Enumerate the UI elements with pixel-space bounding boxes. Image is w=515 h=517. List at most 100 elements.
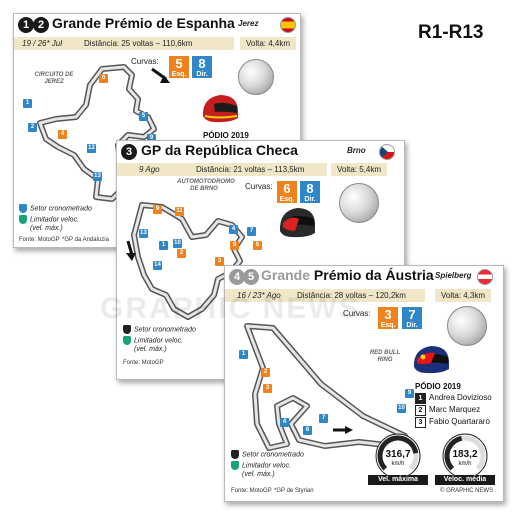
turn-marker: 6 xyxy=(99,74,108,83)
round-badge-2: 2 xyxy=(33,17,49,33)
turn-marker: 14 xyxy=(153,261,162,270)
turn-marker: 5 xyxy=(139,112,148,121)
turn-marker: 2 xyxy=(177,249,186,258)
left-turns-label: Esq. xyxy=(380,322,396,329)
turn-marker: 4 xyxy=(58,130,67,139)
card-title-main: Prémio da Áustria xyxy=(313,267,434,283)
circuit-name: CIRCUITO DE JEREZ xyxy=(34,72,74,85)
turn-marker: 4 xyxy=(229,225,238,234)
lap-length-label: Volta: 5,4km xyxy=(331,163,388,176)
curvas-label: Curvas: xyxy=(131,57,159,66)
card-austria[interactable]: 4 5 Grande Prémio da Áustria Spielberg 1… xyxy=(224,265,504,502)
right-turns-box: 7 Dir. xyxy=(402,307,422,329)
info-bar: 19 / 26* Jul Distância: 25 voltas – 110,… xyxy=(14,37,234,50)
turn-marker: 6 xyxy=(303,426,312,435)
left-turns-value: 6 xyxy=(283,181,291,196)
legend-sector-label: Setor cronometrado xyxy=(242,451,304,459)
gauge-avg-speed xyxy=(442,433,488,478)
turn-marker: 7 xyxy=(247,227,256,236)
redbull-ring-track-map xyxy=(244,323,408,451)
footnote-label: *GP da Andaluzia xyxy=(62,237,109,243)
turn-marker: 3 xyxy=(263,384,272,393)
curvas-label: Curvas: xyxy=(245,182,273,191)
right-turns-value: 8 xyxy=(198,56,206,71)
right-turns-box: 8 Dir. xyxy=(300,181,320,203)
round-badge-4: 4 xyxy=(229,269,245,285)
location-label: Spielberg xyxy=(435,271,472,280)
helmet-icon xyxy=(202,95,238,123)
turn-marker: 6 xyxy=(230,241,239,250)
turn-marker: 11 xyxy=(175,207,184,216)
source-label: Fonte: MotoGP xyxy=(231,488,272,494)
legend-limiter-label: Limitador veloc. xyxy=(30,216,80,224)
globe-icon xyxy=(238,59,274,95)
result-pos: 1 xyxy=(415,393,426,404)
czech-flag-icon xyxy=(379,144,395,160)
result-name: Fabio Quartararo xyxy=(429,417,490,426)
left-turns-box: 3 Esq. xyxy=(378,307,398,329)
turn-marker: 12 xyxy=(87,144,96,153)
source-label: Fonte: MotoGP xyxy=(19,237,60,243)
date-label: 9 Ago xyxy=(139,165,160,174)
limiter-icon xyxy=(123,336,131,345)
card-title: Grande Prémio da Áustria xyxy=(261,267,434,283)
round-badge-5: 5 xyxy=(243,269,259,285)
podium-label: PÓDIO 2019 xyxy=(415,382,461,391)
legend-limiter-label: Limitador veloc. xyxy=(242,462,292,470)
turn-marker: 10 xyxy=(397,404,406,413)
helmet-icon xyxy=(279,208,315,238)
turn-marker: 10 xyxy=(173,239,182,248)
credit-label: © GRAPHIC NEWS xyxy=(440,488,494,494)
turn-marker: 4 xyxy=(280,418,289,427)
location-label: Jerez xyxy=(238,19,259,28)
legend-limiter-sub: (vel. máx.) xyxy=(30,225,63,232)
legend-limiter: Limitador veloc. xyxy=(123,336,183,345)
sector-icon xyxy=(19,204,27,213)
turn-marker: 9 xyxy=(147,134,156,143)
globe-icon xyxy=(339,183,379,223)
info-bar: 9 Ago Distância: 21 voltas – 113,5km xyxy=(117,163,327,176)
date-label: 16 / 23* Ago xyxy=(237,291,281,300)
distance-label: Distância: 25 voltas – 110,6km xyxy=(84,39,193,48)
card-title: GP da República Checa xyxy=(141,142,298,158)
right-turns-value: 8 xyxy=(306,181,314,196)
limiter-icon xyxy=(19,215,27,224)
location-label: Brno xyxy=(347,146,366,155)
circuit-name: AUTOMOTODROMO DE BRNO xyxy=(177,179,235,192)
gauge-max-speed xyxy=(375,433,421,478)
gauge-avg-label: Veloc. média xyxy=(435,475,495,485)
round-range-label: R1-R13 xyxy=(418,22,484,43)
gauge-max-label: Vel. máxima xyxy=(368,475,428,485)
circuit-name: RED BULL RING xyxy=(369,350,401,363)
distance-label: Distância: 21 voltas – 113,5km xyxy=(196,165,305,174)
right-turns-label: Dir. xyxy=(406,322,418,329)
helmet-icon xyxy=(413,346,449,374)
turn-marker: 1 xyxy=(23,99,32,108)
right-turns-label: Dir. xyxy=(304,196,316,203)
legend-limiter-label: Limitador veloc. xyxy=(134,337,184,345)
gauge-max-value: 316,7 xyxy=(385,449,411,460)
legend-limiter: Limitador veloc. xyxy=(19,215,79,224)
turn-marker: 1 xyxy=(159,241,168,250)
info-bar: 16 / 23* Ago Distância: 28 voltas – 120,… xyxy=(225,289,425,302)
round-badge-1: 1 xyxy=(18,17,34,33)
right-turns-value: 7 xyxy=(408,307,416,322)
left-turns-box: 5 Esq. xyxy=(169,56,189,78)
legend-sector-label: Setor cronometrado xyxy=(30,205,92,213)
legend-limiter-sub: (vel. máx.) xyxy=(134,346,167,353)
date-label: 19 / 26* Jul xyxy=(22,39,63,48)
lap-length-label: Volta: 4,3km xyxy=(435,289,492,302)
source-label: Fonte: MotoGP xyxy=(123,360,164,366)
gauge-max-unit: km/h xyxy=(391,461,405,467)
left-turns-value: 5 xyxy=(175,56,183,71)
lap-length-label: Volta: 4,4km xyxy=(240,37,297,50)
left-turns-box: 6 Esq. xyxy=(277,181,297,203)
legend-limiter-sub: (vel. máx.) xyxy=(242,471,275,478)
distance-label: Distância: 28 voltas – 120,2km xyxy=(297,291,406,300)
turn-marker: 2 xyxy=(261,368,270,377)
turn-marker: 13 xyxy=(139,229,148,238)
gauge-avg-unit: km/h xyxy=(458,461,472,467)
turn-marker: 7 xyxy=(319,414,328,423)
legend-sector: Setor cronometrado xyxy=(19,204,92,213)
